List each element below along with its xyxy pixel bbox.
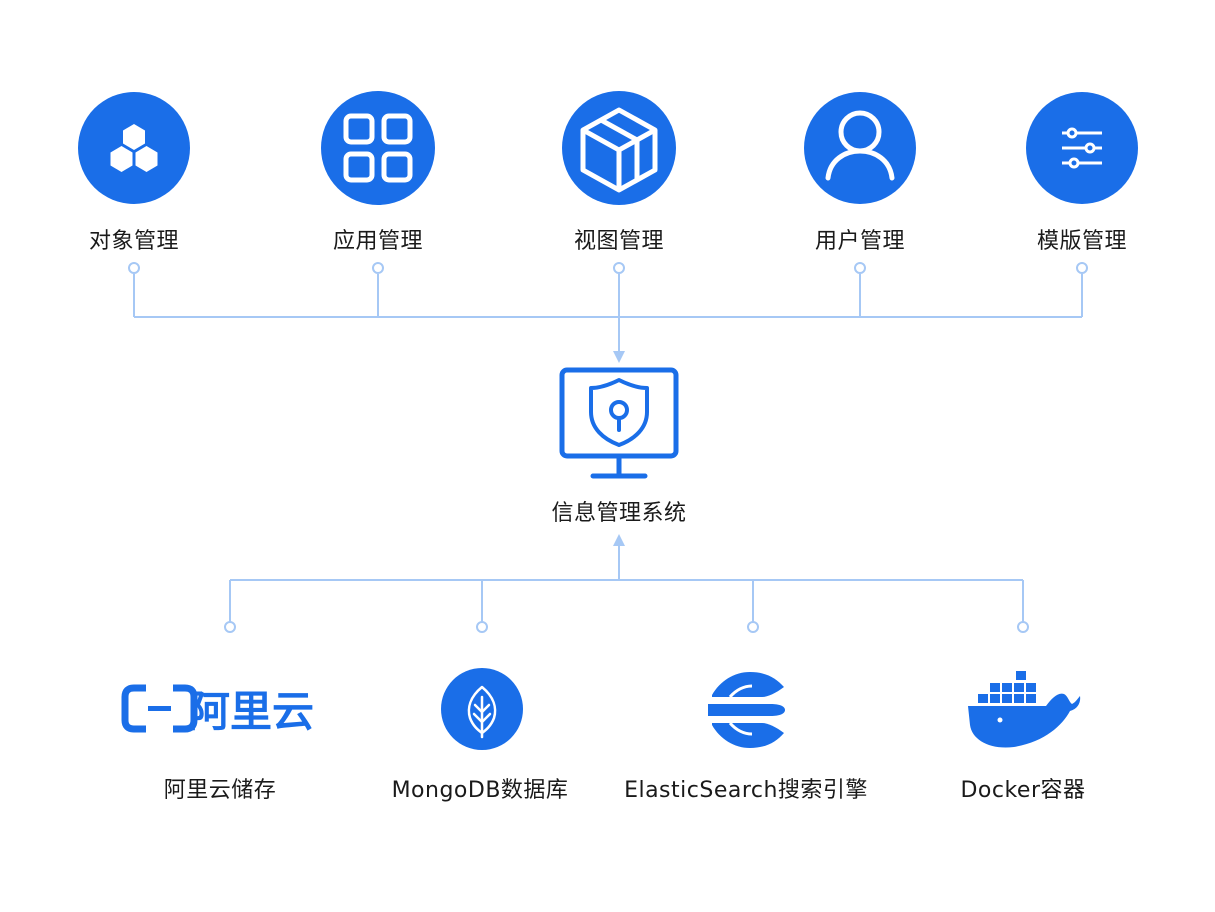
service-label-docker: Docker容器	[960, 778, 1086, 803]
mongodb-leaf-icon	[441, 668, 523, 750]
center-system-label: 信息管理系统	[551, 501, 687, 526]
aliyun-logo-text: 阿里云	[188, 687, 314, 736]
connector-node	[1017, 621, 1029, 633]
service-label-elasticsearch: ElasticSearch搜索引擎	[624, 778, 868, 803]
elasticsearch-icon	[708, 672, 785, 748]
sliders-icon	[1026, 92, 1138, 204]
connector-node	[613, 262, 625, 274]
box-3d-icon	[562, 91, 676, 205]
grid-icon	[321, 91, 435, 205]
service-label-mongodb: MongoDB数据库	[391, 778, 569, 803]
aliyun-logo-icon: 阿里云	[121, 684, 314, 736]
module-label-user-management: 用户管理	[814, 229, 906, 254]
connector-node	[854, 262, 866, 274]
service-label-aliyun: 阿里云储存	[163, 778, 277, 803]
module-label-view-management: 视图管理	[573, 229, 665, 254]
top-connectors	[128, 262, 1088, 352]
arrow-down-icon	[613, 351, 625, 363]
connector-node	[476, 621, 488, 633]
connector-node	[224, 621, 236, 633]
user-icon	[804, 92, 916, 204]
connector-node	[372, 262, 384, 274]
docker-whale-icon	[968, 671, 1081, 748]
connector-node	[747, 621, 759, 633]
module-label-app-management: 应用管理	[332, 229, 424, 254]
cubes-icon	[78, 92, 190, 204]
bottom-connectors	[224, 545, 1029, 633]
connector-node	[128, 262, 140, 274]
arrow-up-icon	[613, 534, 625, 546]
module-label-object-management: 对象管理	[88, 229, 180, 254]
module-label-template-management: 模版管理	[1036, 229, 1128, 254]
connector-node	[1076, 262, 1088, 274]
monitor-shield-icon	[559, 367, 679, 479]
